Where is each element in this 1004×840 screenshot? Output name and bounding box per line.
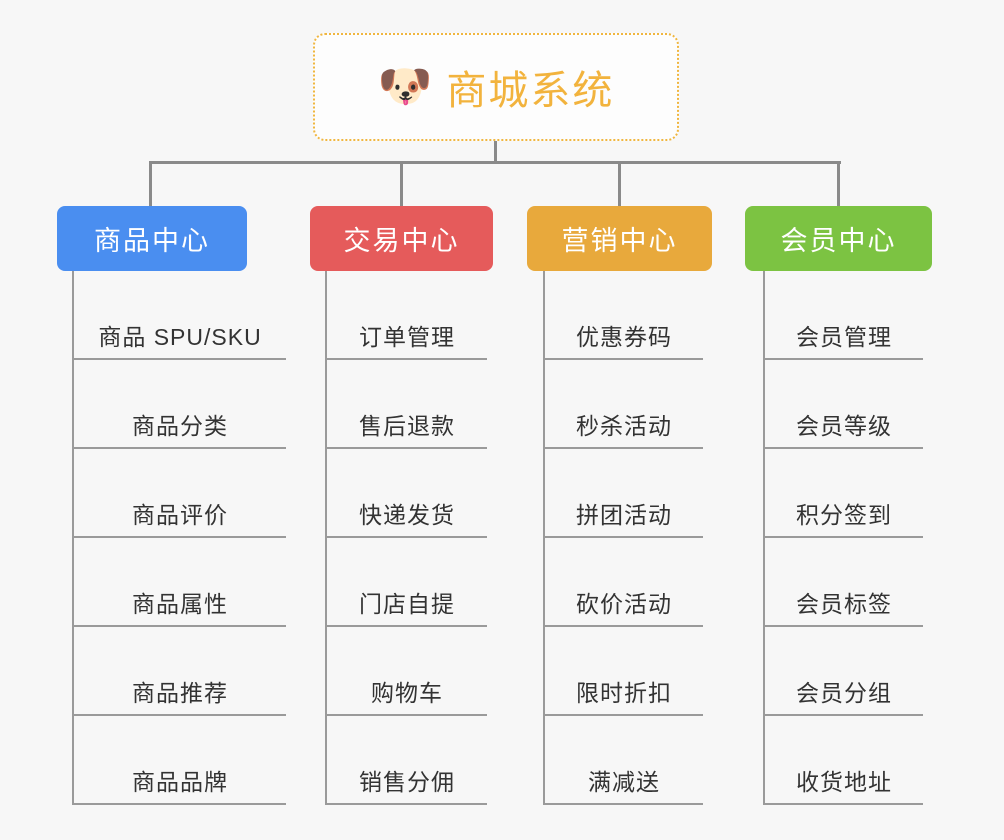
branch-drop-connector <box>400 161 403 206</box>
leaf-label: 购物车 <box>371 680 443 706</box>
leaf-item[interactable]: 收货地址 <box>765 716 923 805</box>
leaf-item[interactable]: 优惠券码 <box>545 271 703 360</box>
branch-header-label: 会员中心 <box>780 226 897 256</box>
leaf-item[interactable]: 商品品牌 <box>74 716 286 805</box>
branch-header-2[interactable]: 营销中心 <box>527 206 712 271</box>
leaf-label: 限时折扣 <box>576 680 672 706</box>
leaf-label: 商品 SPU/SKU <box>98 324 262 350</box>
branch-drop-connector <box>837 161 840 206</box>
root-title: 商城系统 <box>446 69 615 113</box>
leaf-item[interactable]: 限时折扣 <box>545 627 703 716</box>
leaf-item[interactable]: 门店自提 <box>327 538 487 627</box>
branch-header-1[interactable]: 交易中心 <box>310 206 493 271</box>
root-stem-connector <box>494 141 497 163</box>
leaf-label: 满减送 <box>588 769 660 795</box>
leaf-label: 会员标签 <box>796 591 892 617</box>
branch-header-label: 商品中心 <box>94 226 210 256</box>
leaf-label: 砍价活动 <box>576 591 672 617</box>
leaf-label: 秒杀活动 <box>576 413 672 439</box>
leaf-label: 商品评价 <box>132 502 228 528</box>
leaf-item[interactable]: 会员等级 <box>765 360 923 449</box>
branch-drop-connector <box>149 161 152 206</box>
leaf-label: 商品分类 <box>132 413 228 439</box>
branch-drop-connector <box>618 161 621 206</box>
leaf-item[interactable]: 积分签到 <box>765 449 923 538</box>
leaf-label: 会员分组 <box>796 680 892 706</box>
branch-header-label: 交易中心 <box>343 226 460 256</box>
leaf-item[interactable]: 秒杀活动 <box>545 360 703 449</box>
branch-header-3[interactable]: 会员中心 <box>745 206 932 271</box>
leaf-item[interactable]: 会员管理 <box>765 271 923 360</box>
leaf-item[interactable]: 拼团活动 <box>545 449 703 538</box>
root-node[interactable]: 🐶 商城系统 <box>313 33 679 141</box>
leaf-label: 收货地址 <box>796 769 892 795</box>
leaf-label: 门店自提 <box>359 591 455 617</box>
leaf-label: 快递发货 <box>359 502 455 528</box>
leaf-label: 会员管理 <box>796 324 892 350</box>
leaf-label: 商品品牌 <box>132 769 228 795</box>
branch-header-0[interactable]: 商品中心 <box>57 206 247 271</box>
leaf-item[interactable]: 商品属性 <box>74 538 286 627</box>
leaf-label: 销售分佣 <box>359 769 455 795</box>
leaf-list-0: 商品 SPU/SKU 商品分类 商品评价 商品属性 商品推荐 商品品牌 <box>72 271 286 805</box>
leaf-label: 订单管理 <box>359 324 455 350</box>
leaf-label: 会员等级 <box>796 413 892 439</box>
leaf-list-3: 会员管理 会员等级 积分签到 会员标签 会员分组 收货地址 <box>763 271 923 805</box>
leaf-item[interactable]: 满减送 <box>545 716 703 805</box>
leaf-label: 商品推荐 <box>132 680 228 706</box>
leaf-label: 拼团活动 <box>576 502 672 528</box>
leaf-item[interactable]: 商品推荐 <box>74 627 286 716</box>
leaf-item[interactable]: 砍价活动 <box>545 538 703 627</box>
leaf-label: 优惠券码 <box>576 324 672 350</box>
shiba-dog-face-icon: 🐶 <box>377 62 433 111</box>
leaf-item[interactable]: 销售分佣 <box>327 716 487 805</box>
horizontal-branch-connector <box>149 161 841 164</box>
leaf-item[interactable]: 商品分类 <box>74 360 286 449</box>
leaf-label: 积分签到 <box>796 502 892 528</box>
leaf-item[interactable]: 购物车 <box>327 627 487 716</box>
leaf-item[interactable]: 会员分组 <box>765 627 923 716</box>
leaf-item[interactable]: 快递发货 <box>327 449 487 538</box>
leaf-item[interactable]: 会员标签 <box>765 538 923 627</box>
leaf-label: 商品属性 <box>132 591 228 617</box>
branch-header-label: 营销中心 <box>561 226 678 256</box>
leaf-item[interactable]: 售后退款 <box>327 360 487 449</box>
leaf-list-2: 优惠券码 秒杀活动 拼团活动 砍价活动 限时折扣 满减送 <box>543 271 703 805</box>
leaf-item[interactable]: 订单管理 <box>327 271 487 360</box>
leaf-item[interactable]: 商品 SPU/SKU <box>74 271 286 360</box>
leaf-item[interactable]: 商品评价 <box>74 449 286 538</box>
leaf-list-1: 订单管理 售后退款 快递发货 门店自提 购物车 销售分佣 <box>325 271 487 805</box>
leaf-label: 售后退款 <box>359 413 455 439</box>
